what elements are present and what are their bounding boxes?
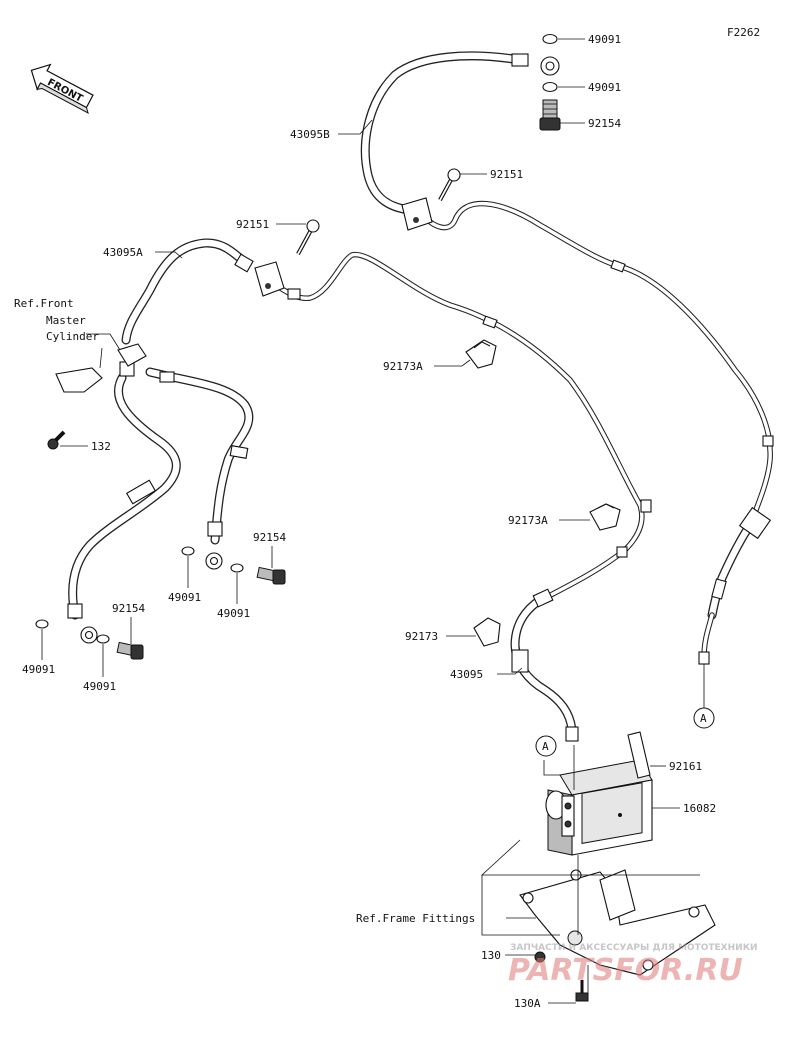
label-92151-right: 92151 (490, 168, 523, 181)
washers-mid (181, 546, 286, 585)
ref-master-cylinder-line3: Cylinder (46, 330, 99, 343)
callout-A-bottom: A (535, 735, 557, 757)
master-cylinder-bracket (47, 343, 147, 450)
banjo-mid (205, 552, 223, 570)
label-92161: 92161 (669, 760, 702, 773)
watermark: ЗАПЧАСТИ И АКСЕССУАРЫ ДЛЯ МОТОТЕХНИКИ PA… (508, 943, 758, 988)
leader-lines (41, 38, 680, 1004)
label-43095: 43095 (450, 668, 483, 681)
label-49091-top: 49091 (588, 33, 621, 46)
banjo-low (80, 626, 98, 644)
watermark-caption: ЗАПЧАСТИ И АКСЕССУАРЫ ДЛЯ МОТОТЕХНИКИ (510, 943, 758, 953)
hose-fittings (67, 53, 774, 742)
label-132: 132 (91, 440, 111, 453)
washers-low (35, 619, 144, 660)
ref-frame-fittings: Ref.Frame Fittings (356, 912, 475, 925)
label-92154-low: 92154 (112, 602, 145, 615)
label-49091-low2: 49091 (83, 680, 116, 693)
label-49091-mid2: 49091 (217, 607, 250, 620)
ref-master-cylinder-line2: Master (46, 314, 86, 327)
washers-top (539, 33, 561, 131)
label-16082: 16082 (683, 802, 716, 815)
bolt-92151-left (296, 219, 320, 255)
watermark-brand: PARTSFOR.RU (508, 953, 743, 988)
callout-A-bottom-label: A (542, 740, 549, 753)
label-130: 130 (481, 949, 501, 962)
bolt-130 (534, 951, 546, 963)
callout-A-top: A (693, 664, 715, 729)
holder-92173A-lower (589, 503, 621, 531)
hose-43095A (121, 238, 645, 601)
hose-left-caliper (68, 373, 181, 620)
banjo-top (540, 56, 560, 76)
holder-92173A-upper (465, 339, 497, 369)
hose-right-caliper (145, 367, 254, 545)
front-arrow-icon: FRONT (30, 63, 94, 114)
bolt-130A (575, 980, 589, 1002)
assembly-outline (480, 745, 700, 993)
bolt-92151-right (438, 168, 461, 201)
hose-clamp-right (401, 197, 433, 231)
holder-92173 (473, 617, 501, 647)
label-92154-top: 92154 (588, 117, 621, 130)
label-49091-top2: 49091 (588, 81, 621, 94)
label-49091-low1: 49091 (22, 663, 55, 676)
label-130A: 130A (514, 997, 541, 1010)
bracket-92161 (627, 731, 651, 779)
figure-code: F2262 (727, 26, 760, 39)
label-49091-mid1: 49091 (168, 591, 201, 604)
abs-unit (545, 759, 653, 856)
callout-A-top-label: A (700, 712, 707, 725)
hose-43095B (360, 51, 773, 661)
ref-master-cylinder-line1: Ref.Front (14, 297, 74, 310)
label-92154-mid: 92154 (253, 531, 286, 544)
abs-mount-plate (519, 869, 716, 976)
hose-clamp-left (254, 261, 285, 297)
label-43095A: 43095A (103, 246, 143, 259)
label-43095B: 43095B (290, 128, 330, 141)
label-92173A-upper: 92173A (383, 360, 423, 373)
label-92173: 92173 (405, 630, 438, 643)
label-92173A-lower: 92173A (508, 514, 548, 527)
label-92151-left: 92151 (236, 218, 269, 231)
